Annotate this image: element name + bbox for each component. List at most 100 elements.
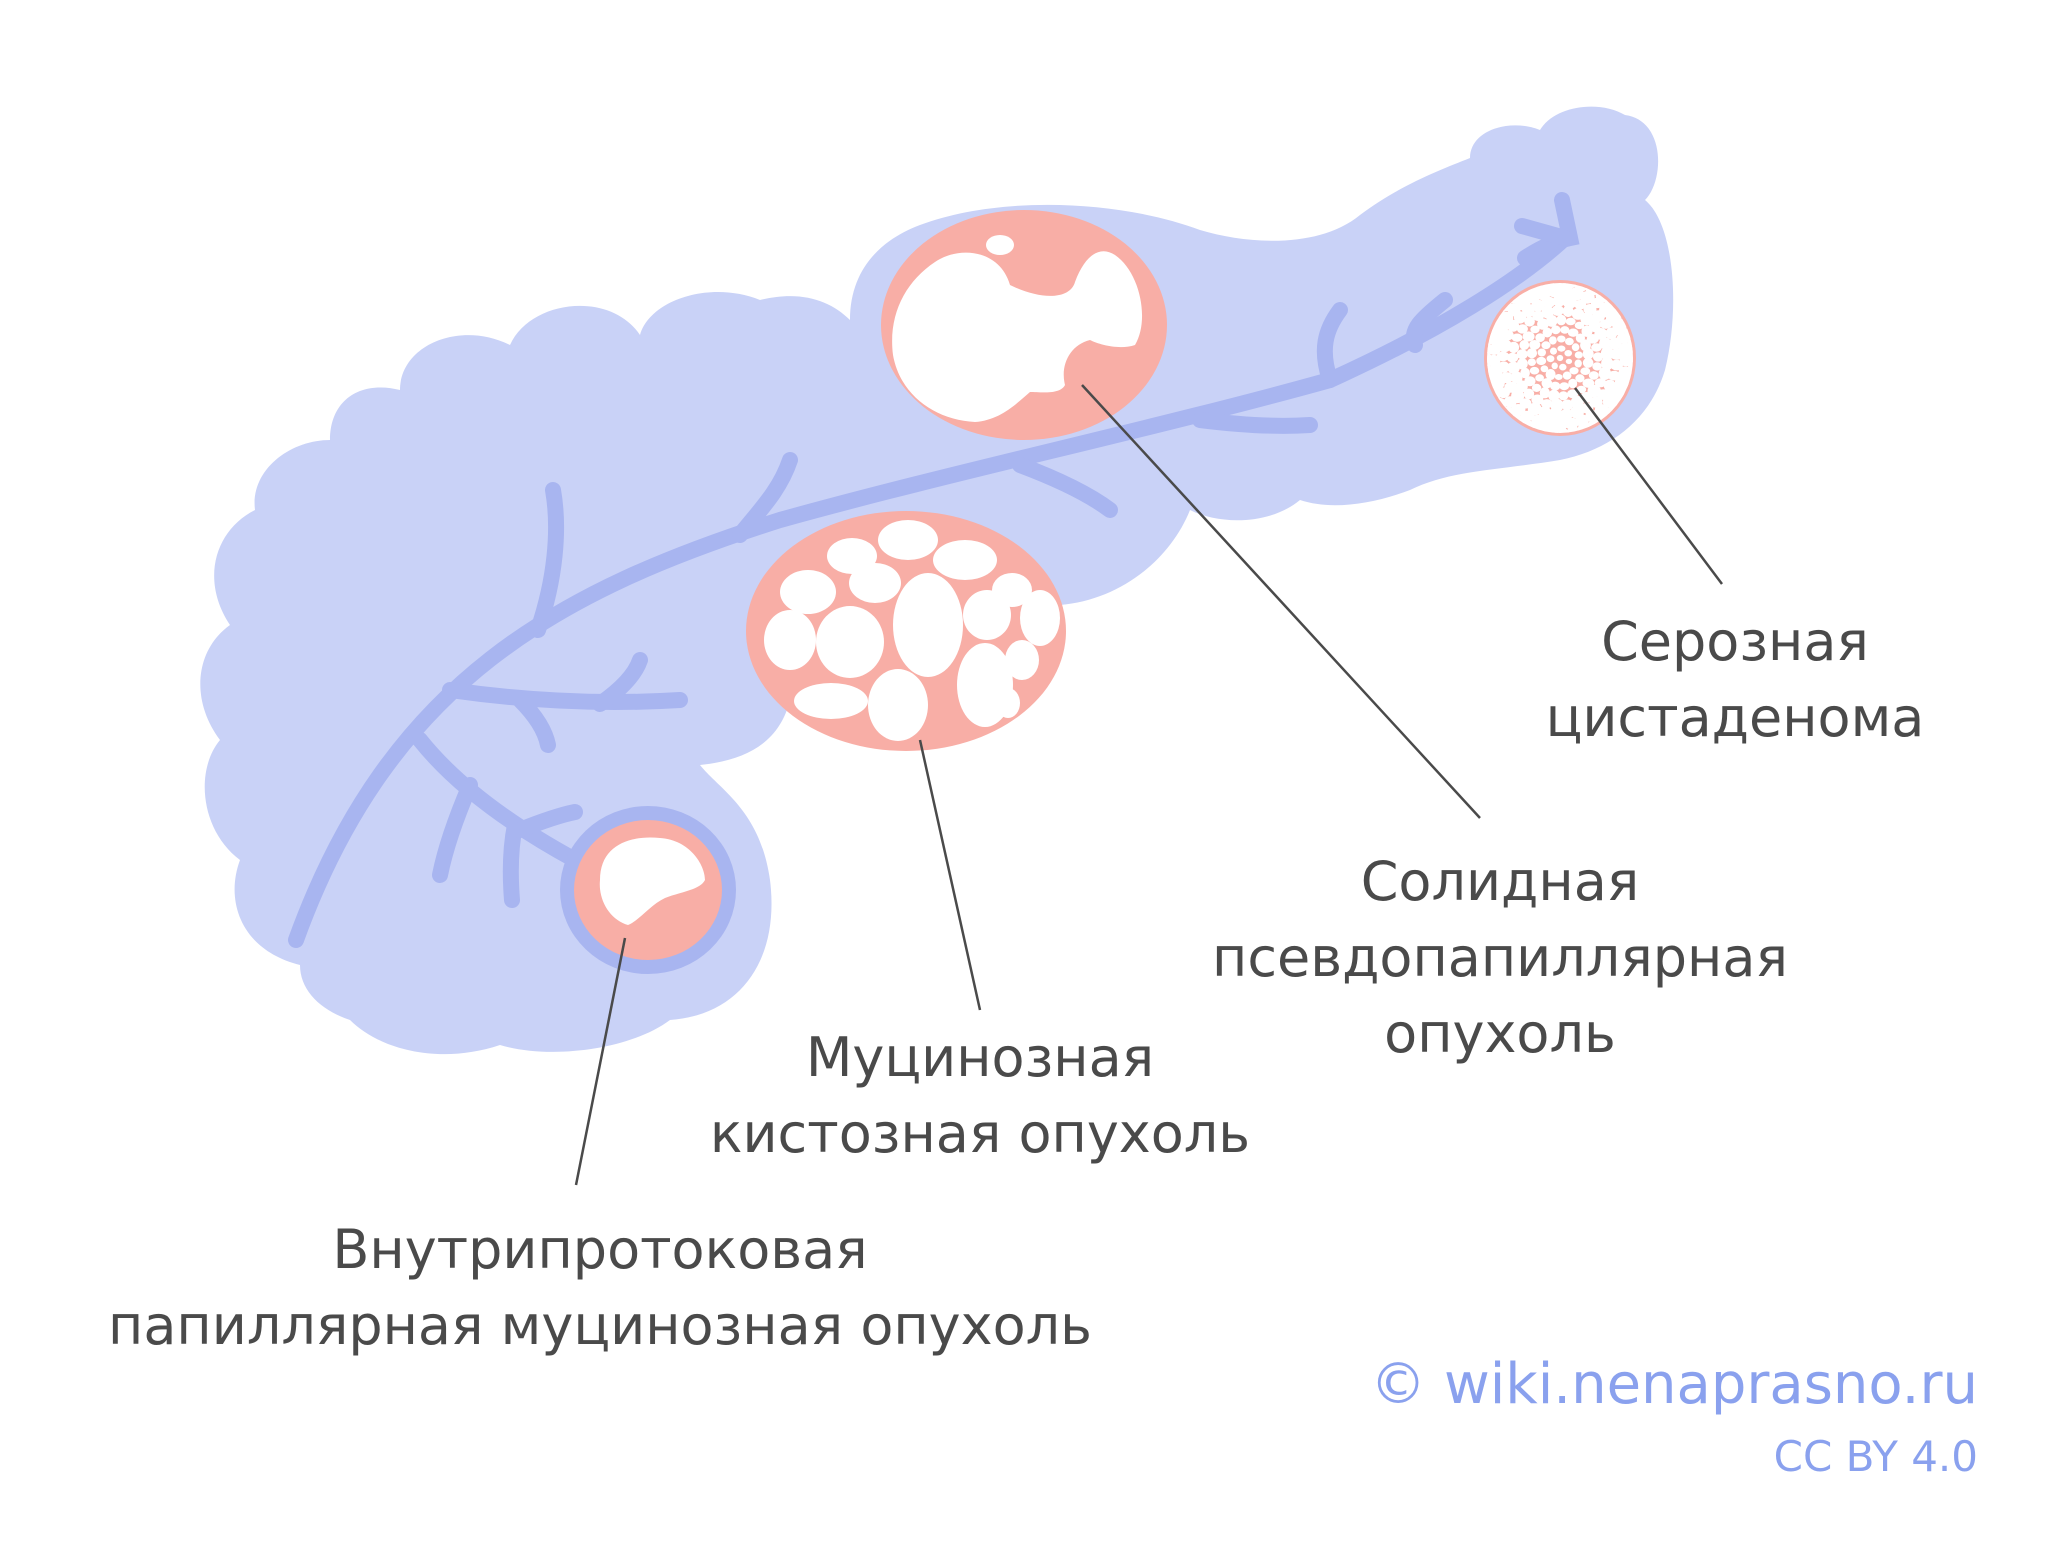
micro-cyst [1574,321,1585,330]
label-serous-line2: цистаденома [1545,686,1925,749]
credit-site: © wiki.nenaprasno.ru [1370,1352,1978,1417]
micro-cyst [1574,351,1583,359]
duct-branch-tail-hook [1514,218,1573,246]
duct-branch-head-mid [442,682,688,710]
micro-cyst [1580,367,1591,376]
duct-branch-tail-lower [1405,292,1453,353]
solid-tumor-white-area [892,251,1143,422]
micro-cyst [1537,348,1547,357]
micro-cyst [1567,389,1579,399]
micro-cyst [1516,324,1528,334]
micro-cyst [1551,362,1558,370]
micro-cyst [1540,365,1549,373]
micro-cyst [1531,414,1545,427]
micro-cyst [1517,358,1528,370]
micro-cyst [1558,391,1569,401]
micro-cyst [1565,317,1576,326]
label-serous-line1: Серозная [1601,610,1869,673]
leader-ipmn [574,937,627,1186]
micro-cyst [1567,328,1579,337]
micro-cyst [1591,343,1602,352]
micro-cyst [1519,340,1530,350]
micro-cyst [1560,408,1573,421]
micro-cyst [1545,369,1556,380]
label-solid-line1: Солидная [1360,850,1640,913]
label-serous-cystadenoma: Серозная цистаденома [1535,604,1935,756]
micro-cyst [1520,367,1530,379]
duct-branch-body-upper [1316,302,1348,388]
micro-cyst [1541,399,1553,409]
micro-cyst [1541,378,1553,389]
micro-cyst [1537,318,1549,330]
micro-cyst [1599,337,1612,350]
micro-cyst [1487,342,1492,354]
micro-cyst [1582,348,1594,360]
micro-cyst [1522,331,1535,342]
micro-cyst [1588,371,1599,380]
label-solid-line2: псевдопапиллярная [1212,926,1788,989]
micro-cyst [1561,399,1574,411]
micro-cyst [1539,387,1550,399]
label-ipmn-line2: папиллярная муцинозная опухоль [108,1294,1092,1357]
label-solid-line3: опухоль [1384,1002,1616,1065]
micro-cyst [1524,316,1535,327]
micro-cyst [1527,358,1537,367]
micro-cyst [1574,359,1582,368]
leader-serous [1574,387,1723,585]
duct-branch-head-mid-fork [512,692,556,753]
micro-cyst [1507,361,1520,374]
micro-cyst [1569,367,1579,375]
micro-cyst [1551,305,1564,316]
micro-cyst [1557,335,1566,343]
duct-branch-body-lower [1192,412,1318,434]
micro-cyst [1563,283,1577,289]
micro-cyst [1601,356,1614,371]
micro-cyst [1556,354,1564,362]
micro-cyst [1575,374,1585,383]
pancreatic-duct [288,192,1580,948]
micro-cyst [1550,381,1561,391]
micro-cyst [1559,382,1570,391]
micro-cyst [1627,360,1633,376]
micro-cyst [1554,374,1563,380]
micro-cyst [1523,388,1535,400]
micro-cyst [1582,357,1594,368]
micro-cyst [1592,352,1604,362]
micro-cyst [1550,347,1557,355]
label-ipmn-line1: Внутрипротоковая [332,1218,868,1281]
leader-lines [574,384,1723,1186]
micro-cyst [1542,327,1553,338]
duct-branch-neck-lower [1012,457,1118,518]
label-mucinous-line2: кистозная опухоль [709,1102,1251,1165]
micro-cyst [1628,349,1633,363]
micro-cyst [1550,283,1566,290]
micro-cyst [1526,348,1538,359]
micro-cyst [1559,363,1567,371]
micro-cyst [1516,349,1528,360]
micro-cyst [1557,345,1566,352]
label-ipmn: Внутрипротоковая папиллярная муцинозная … [80,1212,1120,1364]
micro-cyst [1532,310,1544,321]
micro-cyst [1610,359,1623,371]
micro-cyst [1560,326,1570,334]
leader-solid [1081,384,1481,819]
duct-branch-head-upper [530,482,564,638]
micro-cyst [1510,371,1523,384]
micro-cyst [1562,371,1572,380]
micro-cyst [1570,395,1584,409]
micro-cyst [1549,336,1557,345]
micro-cyst [1541,425,1559,433]
micro-cyst [1541,341,1551,350]
micro-cyst [1568,378,1578,389]
ipmn-cyst [599,837,705,925]
duct-branch-head-low-4 [512,804,583,838]
micro-cyst [1594,328,1608,340]
duct-branch-head-mid-hook [592,652,648,712]
micro-cyst [1531,394,1544,406]
micro-cyst [1535,333,1545,342]
label-mucinous-line1: Муцинозная [805,1026,1155,1089]
micro-cyst [1556,314,1567,326]
micro-cyst [1506,352,1519,363]
micro-cyst [1551,325,1561,335]
micro-cyst [1541,305,1554,319]
